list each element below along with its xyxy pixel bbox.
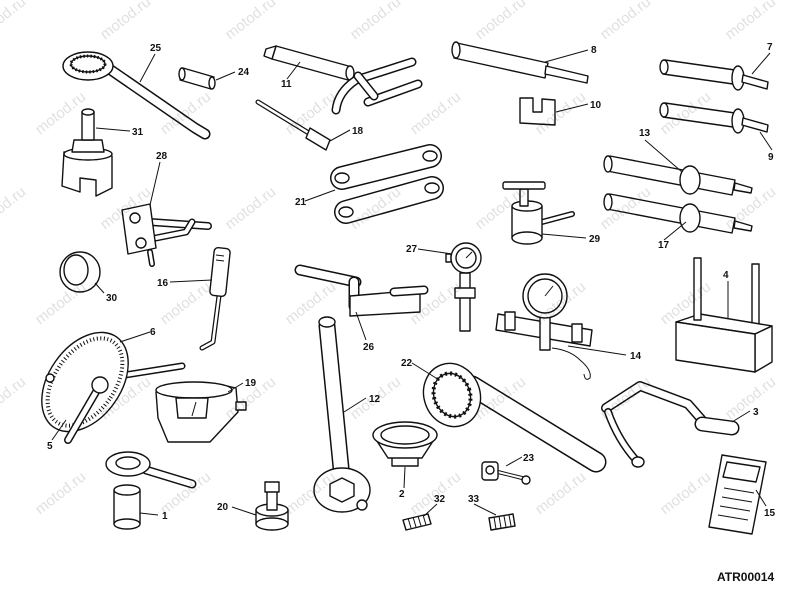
callout-labels: 25 24 11 8 7 9 31 18 10 13 28 21 29 17 3… [47, 42, 776, 522]
watermark-text: motod.ru [407, 468, 464, 518]
callout-4: 4 [723, 270, 729, 281]
tool-24 [178, 67, 216, 90]
callout-31: 31 [132, 127, 144, 138]
callout-14: 14 [630, 351, 642, 362]
tool-6 [41, 331, 186, 444]
callout-21: 21 [295, 197, 307, 208]
watermark-text: motod.ru [597, 373, 654, 423]
tool-23 [481, 461, 531, 485]
callout-1: 1 [162, 511, 168, 522]
callout-5: 5 [47, 441, 53, 452]
watermark-text: motod.ru [97, 0, 154, 43]
callout-24: 24 [238, 67, 250, 78]
callout-3: 3 [753, 407, 759, 418]
callout-28: 28 [156, 151, 168, 162]
callout-8: 8 [591, 45, 597, 56]
tool-33 [488, 513, 516, 531]
watermark-text: motod.ru [222, 0, 279, 43]
callout-30: 30 [106, 293, 118, 304]
tool-22 [422, 362, 607, 473]
tool-16 [199, 246, 231, 351]
callout-12: 12 [369, 394, 381, 405]
tool-15 [708, 454, 767, 535]
callout-2: 2 [399, 489, 405, 500]
callout-32: 32 [434, 494, 446, 505]
callout-20: 20 [217, 502, 229, 513]
watermark-text: motod.ru [32, 88, 89, 138]
callout-25: 25 [150, 43, 162, 54]
watermark-text: motod.ru [0, 183, 29, 233]
watermark-text: motod.ru [657, 468, 714, 518]
callout-6: 6 [150, 327, 156, 338]
watermark-text: motod.ru [407, 88, 464, 138]
tool-25 [62, 51, 211, 140]
tool-26 [294, 264, 429, 317]
callout-19: 19 [245, 378, 257, 389]
tool-28 [121, 203, 212, 267]
tool-32 [402, 513, 432, 531]
callout-22: 22 [401, 358, 413, 369]
watermark-text: motod.ru [0, 373, 29, 423]
watermark-text: motod.ru [32, 468, 89, 518]
watermark-text: motod.ru [532, 468, 589, 518]
watermark-text: motod.ru [222, 183, 279, 233]
callout-27: 27 [406, 244, 418, 255]
tool-9 [659, 102, 769, 134]
tool-12 [313, 316, 371, 513]
tool-10 [519, 97, 556, 126]
tool-11 [263, 45, 423, 115]
tool-14 [495, 273, 593, 380]
watermark-text: motod.ru [347, 0, 404, 43]
tool-3 [601, 381, 740, 468]
tool-17 [603, 193, 753, 234]
tool-8 [451, 41, 589, 84]
tool-7 [659, 59, 769, 91]
watermark-text: motod.ru [722, 0, 779, 43]
watermark-text: motod.ru [722, 373, 779, 423]
callout-18: 18 [352, 126, 364, 137]
callout-26: 26 [363, 342, 375, 353]
callout-9: 9 [768, 152, 774, 163]
watermark-text: motod.ru [347, 373, 404, 423]
tool-20 [255, 481, 289, 531]
tool-19 [155, 381, 247, 443]
leader-lines [51, 49, 773, 517]
tool-2 [372, 421, 438, 467]
callout-11: 11 [281, 79, 292, 90]
callout-33: 33 [468, 494, 480, 505]
tool-13 [603, 155, 753, 196]
tool-31 [61, 108, 113, 197]
callout-29: 29 [589, 234, 601, 245]
watermark-text: motod.ru [32, 278, 89, 328]
tool-30 [59, 251, 101, 293]
callout-10: 10 [590, 100, 602, 111]
callout-23: 23 [523, 453, 535, 464]
tool-4 [675, 257, 773, 373]
callout-17: 17 [658, 240, 670, 251]
callout-16: 16 [157, 278, 169, 289]
watermark-text: motod.ru [472, 0, 529, 43]
watermark-text: motod.ru [597, 0, 654, 43]
callout-15: 15 [764, 508, 776, 519]
watermark-text: motod.ru [0, 0, 29, 43]
tool-21 [330, 144, 444, 224]
callout-7: 7 [767, 42, 773, 53]
callout-13: 13 [639, 128, 651, 139]
tool-1 [105, 451, 197, 530]
tool-29 [502, 181, 575, 245]
figure-code: ATR00014 [717, 570, 774, 584]
tool-27 [445, 242, 482, 332]
tool-18 [255, 99, 331, 151]
